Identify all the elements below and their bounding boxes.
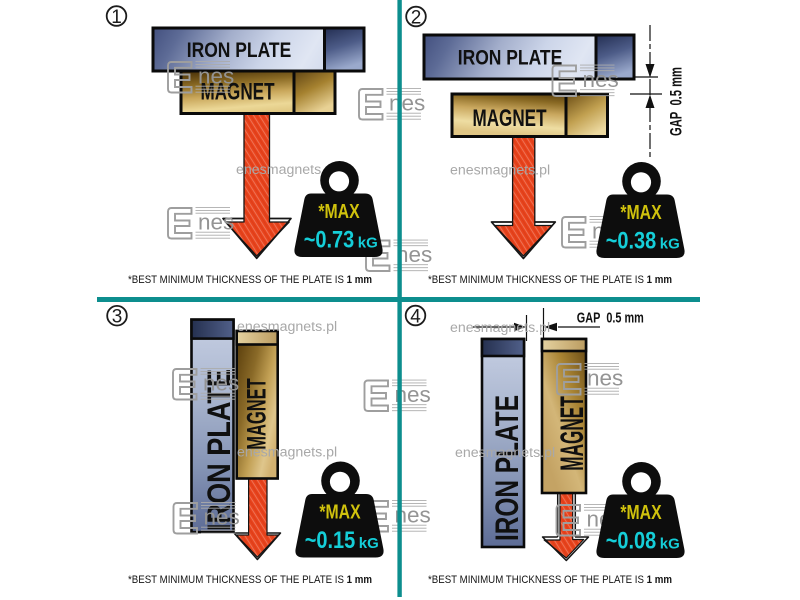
svg-text:*BEST MINIMUM THICKNESS OF THE: *BEST MINIMUM THICKNESS OF THE PLATE IS … [128,574,372,586]
svg-text:IRON PLATE: IRON PLATE [187,38,292,62]
svg-text:1: 1 [111,7,122,28]
svg-text:2: 2 [411,7,422,28]
svg-text:kG: kG [660,536,680,553]
svg-text:*BEST MINIMUM THICKNESS OF THE: *BEST MINIMUM THICKNESS OF THE PLATE IS … [428,274,672,286]
svg-text:*BEST MINIMUM THICKNESS OF THE: *BEST MINIMUM THICKNESS OF THE PLATE IS … [428,574,672,586]
svg-text:MAGNET: MAGNET [473,105,547,132]
svg-text:IRON PLATE: IRON PLATE [489,395,525,541]
svg-text:kG: kG [359,535,379,552]
svg-text:enesmagnets.pl: enesmagnets.pl [450,320,550,336]
svg-text:kG: kG [660,236,680,253]
svg-text:enesmagnets.pl: enesmagnets.pl [237,445,337,461]
svg-text:~0.15: ~0.15 [305,527,356,554]
svg-text:enesmagnets.pl: enesmagnets.pl [236,162,336,178]
svg-text:*MAX: *MAX [319,502,361,524]
svg-text:~0.73: ~0.73 [304,227,355,254]
svg-text:GAP 0.5 mm: GAP 0.5 mm [577,310,644,326]
svg-text:*BEST MINIMUM THICKNESS OF THE: *BEST MINIMUM THICKNESS OF THE PLATE IS … [128,274,372,286]
svg-text:GAP 0.5 mm: GAP 0.5 mm [667,67,686,136]
svg-text:~0.08: ~0.08 [606,528,657,555]
svg-text:3: 3 [112,307,123,328]
svg-text:~0.38: ~0.38 [606,228,657,255]
svg-text:IRON PLATE: IRON PLATE [458,46,563,70]
svg-text:enesmagnets.pl: enesmagnets.pl [450,163,550,179]
svg-text:*MAX: *MAX [318,201,360,223]
svg-text:4: 4 [410,306,421,327]
svg-text:kG: kG [358,235,378,252]
svg-text:MAGNET: MAGNET [554,396,590,471]
svg-text:*MAX: *MAX [620,202,662,224]
svg-text:*MAX: *MAX [620,502,662,524]
svg-text:MAGNET: MAGNET [241,378,271,450]
svg-text:enesmagnets.pl: enesmagnets.pl [237,319,337,335]
svg-text:enesmagnets.pl: enesmagnets.pl [455,445,555,461]
